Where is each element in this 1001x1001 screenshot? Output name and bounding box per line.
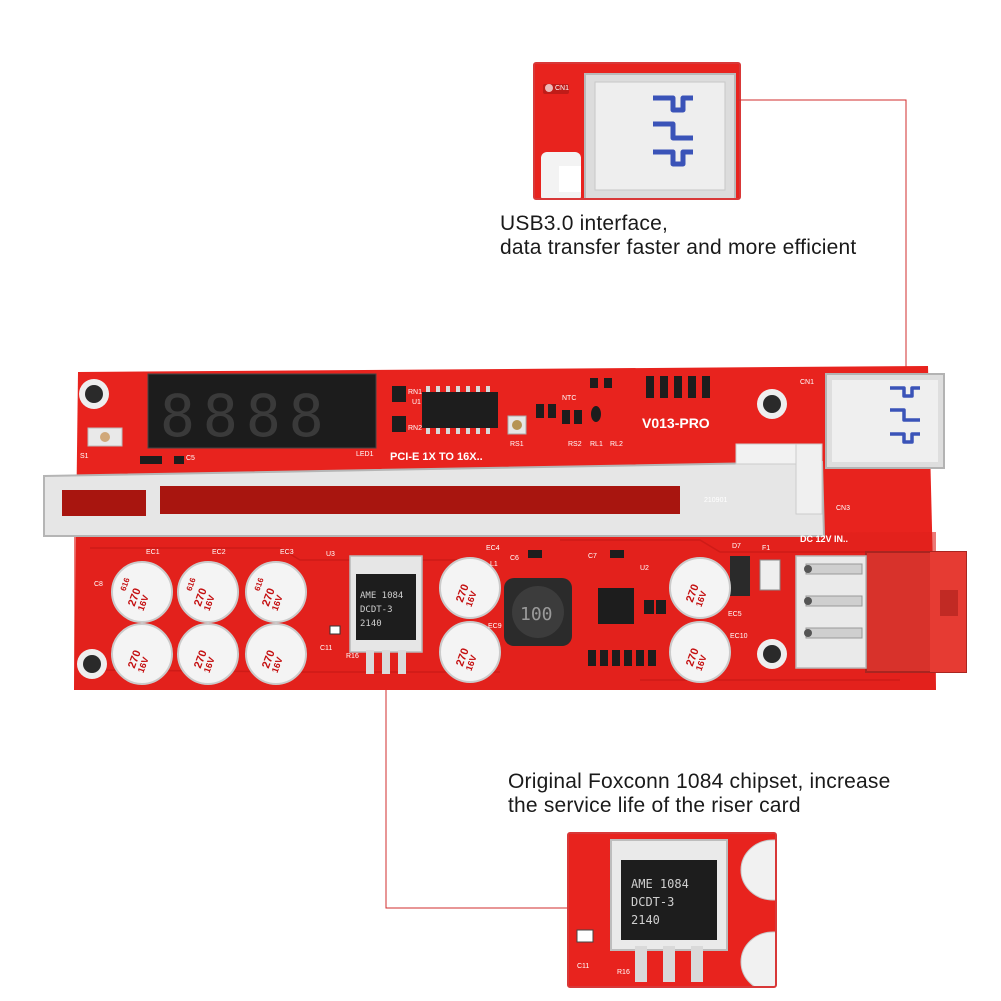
chip-zoom-drawing: AME 1084 DCDT-3 2140 C11 R16 xyxy=(569,834,775,986)
usb-zoom-cn1-label: CN1 xyxy=(555,85,569,92)
rn2-label: RN2 xyxy=(408,425,422,432)
f1-label: F1 xyxy=(762,545,770,552)
cap-marking: 270 xyxy=(192,587,210,608)
chip-caption-line2: the service life of the riser card xyxy=(508,794,801,817)
board-chip-line2: DCDT-3 xyxy=(360,605,393,615)
serial-label: 210901 xyxy=(704,497,727,504)
zoom-capacitor xyxy=(740,839,775,901)
chip-caption: Original Foxconn 1084 chipset, increase … xyxy=(508,770,891,818)
cap-marking: 270 xyxy=(260,649,278,670)
callout-lines xyxy=(385,99,907,909)
u2-label: U2 xyxy=(640,565,649,572)
chip-zoom-inset: AME 1084 DCDT-3 2140 C11 R16 xyxy=(567,832,777,988)
led-display-digits: 8888 xyxy=(160,382,332,450)
rl1-label: RL1 xyxy=(590,441,603,448)
u2-chip xyxy=(598,588,634,624)
cap-code: 616 xyxy=(253,576,266,592)
u3-label: U3 xyxy=(326,551,335,558)
usb-caption: USB3.0 interface, data transfer faster a… xyxy=(500,212,856,260)
zoom-chip-line3: 2140 xyxy=(631,913,660,927)
cn3-label: CN3 xyxy=(836,505,850,512)
c11-label: C11 xyxy=(320,645,332,652)
board-chip-line3: 2140 xyxy=(360,619,382,629)
board-cn1-label: CN1 xyxy=(800,379,814,386)
f1-fuse xyxy=(759,559,781,591)
cap-marking: 270 xyxy=(684,647,702,668)
ec10-label: EC10 xyxy=(730,633,748,640)
usb-zoom-drawing: CN1 xyxy=(535,64,739,198)
rs2-label: RS2 xyxy=(568,441,582,448)
pcie-slot-key-short xyxy=(62,490,146,516)
cap-marking: 270 xyxy=(454,583,472,604)
usb-caption-line2: data transfer faster and more efficient xyxy=(500,236,857,259)
ec4-label: EC4 xyxy=(486,545,500,552)
ec2-label: EC2 xyxy=(212,549,226,556)
cap-code: 616 xyxy=(185,576,198,592)
ec1-label: EC1 xyxy=(146,549,160,556)
ec5-label: EC5 xyxy=(728,611,742,618)
capacitors xyxy=(111,557,731,685)
model-label: V013-PRO xyxy=(642,415,710,431)
capacitor-markings: 270 270 270 270 270 270 270 270 270 270 xyxy=(126,583,702,670)
c8-label: C8 xyxy=(94,581,103,588)
r16-label: R16 xyxy=(346,653,359,660)
cap-marking: 270 xyxy=(454,647,472,668)
board-usb-logo-icon xyxy=(890,386,920,444)
regulator-chip xyxy=(356,574,416,640)
ec3-label: EC3 xyxy=(280,549,294,556)
zoom-chip-line2: DCDT-3 xyxy=(631,895,674,909)
cap-marking: 270 xyxy=(684,583,702,604)
d7-label: D7 xyxy=(732,543,741,550)
ntc-label: NTC xyxy=(562,395,576,402)
capacitor xyxy=(111,561,173,623)
cap-marking: 270 xyxy=(126,587,144,608)
power-label: DC 12V IN.. xyxy=(800,534,848,544)
s1-label: S1 xyxy=(80,453,89,460)
chip-body xyxy=(621,860,717,940)
usb-logo-icon xyxy=(653,95,693,167)
zoom-r16-label: R16 xyxy=(617,969,630,976)
led1-label: LED1 xyxy=(356,451,374,458)
inductor-label: 100 xyxy=(520,604,553,625)
u1-chip xyxy=(422,392,498,428)
rn1-label: RN1 xyxy=(408,389,422,396)
c6-label: C6 xyxy=(510,555,519,562)
d7-diode xyxy=(730,556,750,596)
cap-marking: 270 xyxy=(126,649,144,670)
zoom-c11-label: C11 xyxy=(577,963,589,970)
usb-caption-line1: USB3.0 interface, xyxy=(500,212,668,235)
board-chip-line1: AME 1084 xyxy=(360,591,403,601)
cap-code: 616 xyxy=(119,576,132,592)
l1-label: L1 xyxy=(490,561,498,568)
zoom-chip-line1: AME 1084 xyxy=(631,877,689,891)
mounting-holes xyxy=(77,379,787,679)
rs1-label: RS1 xyxy=(510,441,524,448)
usb-zoom-inset: CN1 xyxy=(533,62,741,200)
pcie-slot-key-long xyxy=(160,486,680,514)
cap-marking: 270 xyxy=(192,649,210,670)
cap-marking: 270 xyxy=(260,587,278,608)
u1-label: U1 xyxy=(412,399,421,406)
led-display xyxy=(147,373,377,449)
c5-label: C5 xyxy=(186,455,195,462)
rl2-label: RL2 xyxy=(610,441,623,448)
pcie-label: PCI-E 1X TO 16X.. xyxy=(390,451,483,463)
c7-label: C7 xyxy=(588,553,597,560)
ec9-label: EC9 xyxy=(488,623,502,630)
chip-caption-line1: Original Foxconn 1084 chipset, increase xyxy=(508,770,891,793)
